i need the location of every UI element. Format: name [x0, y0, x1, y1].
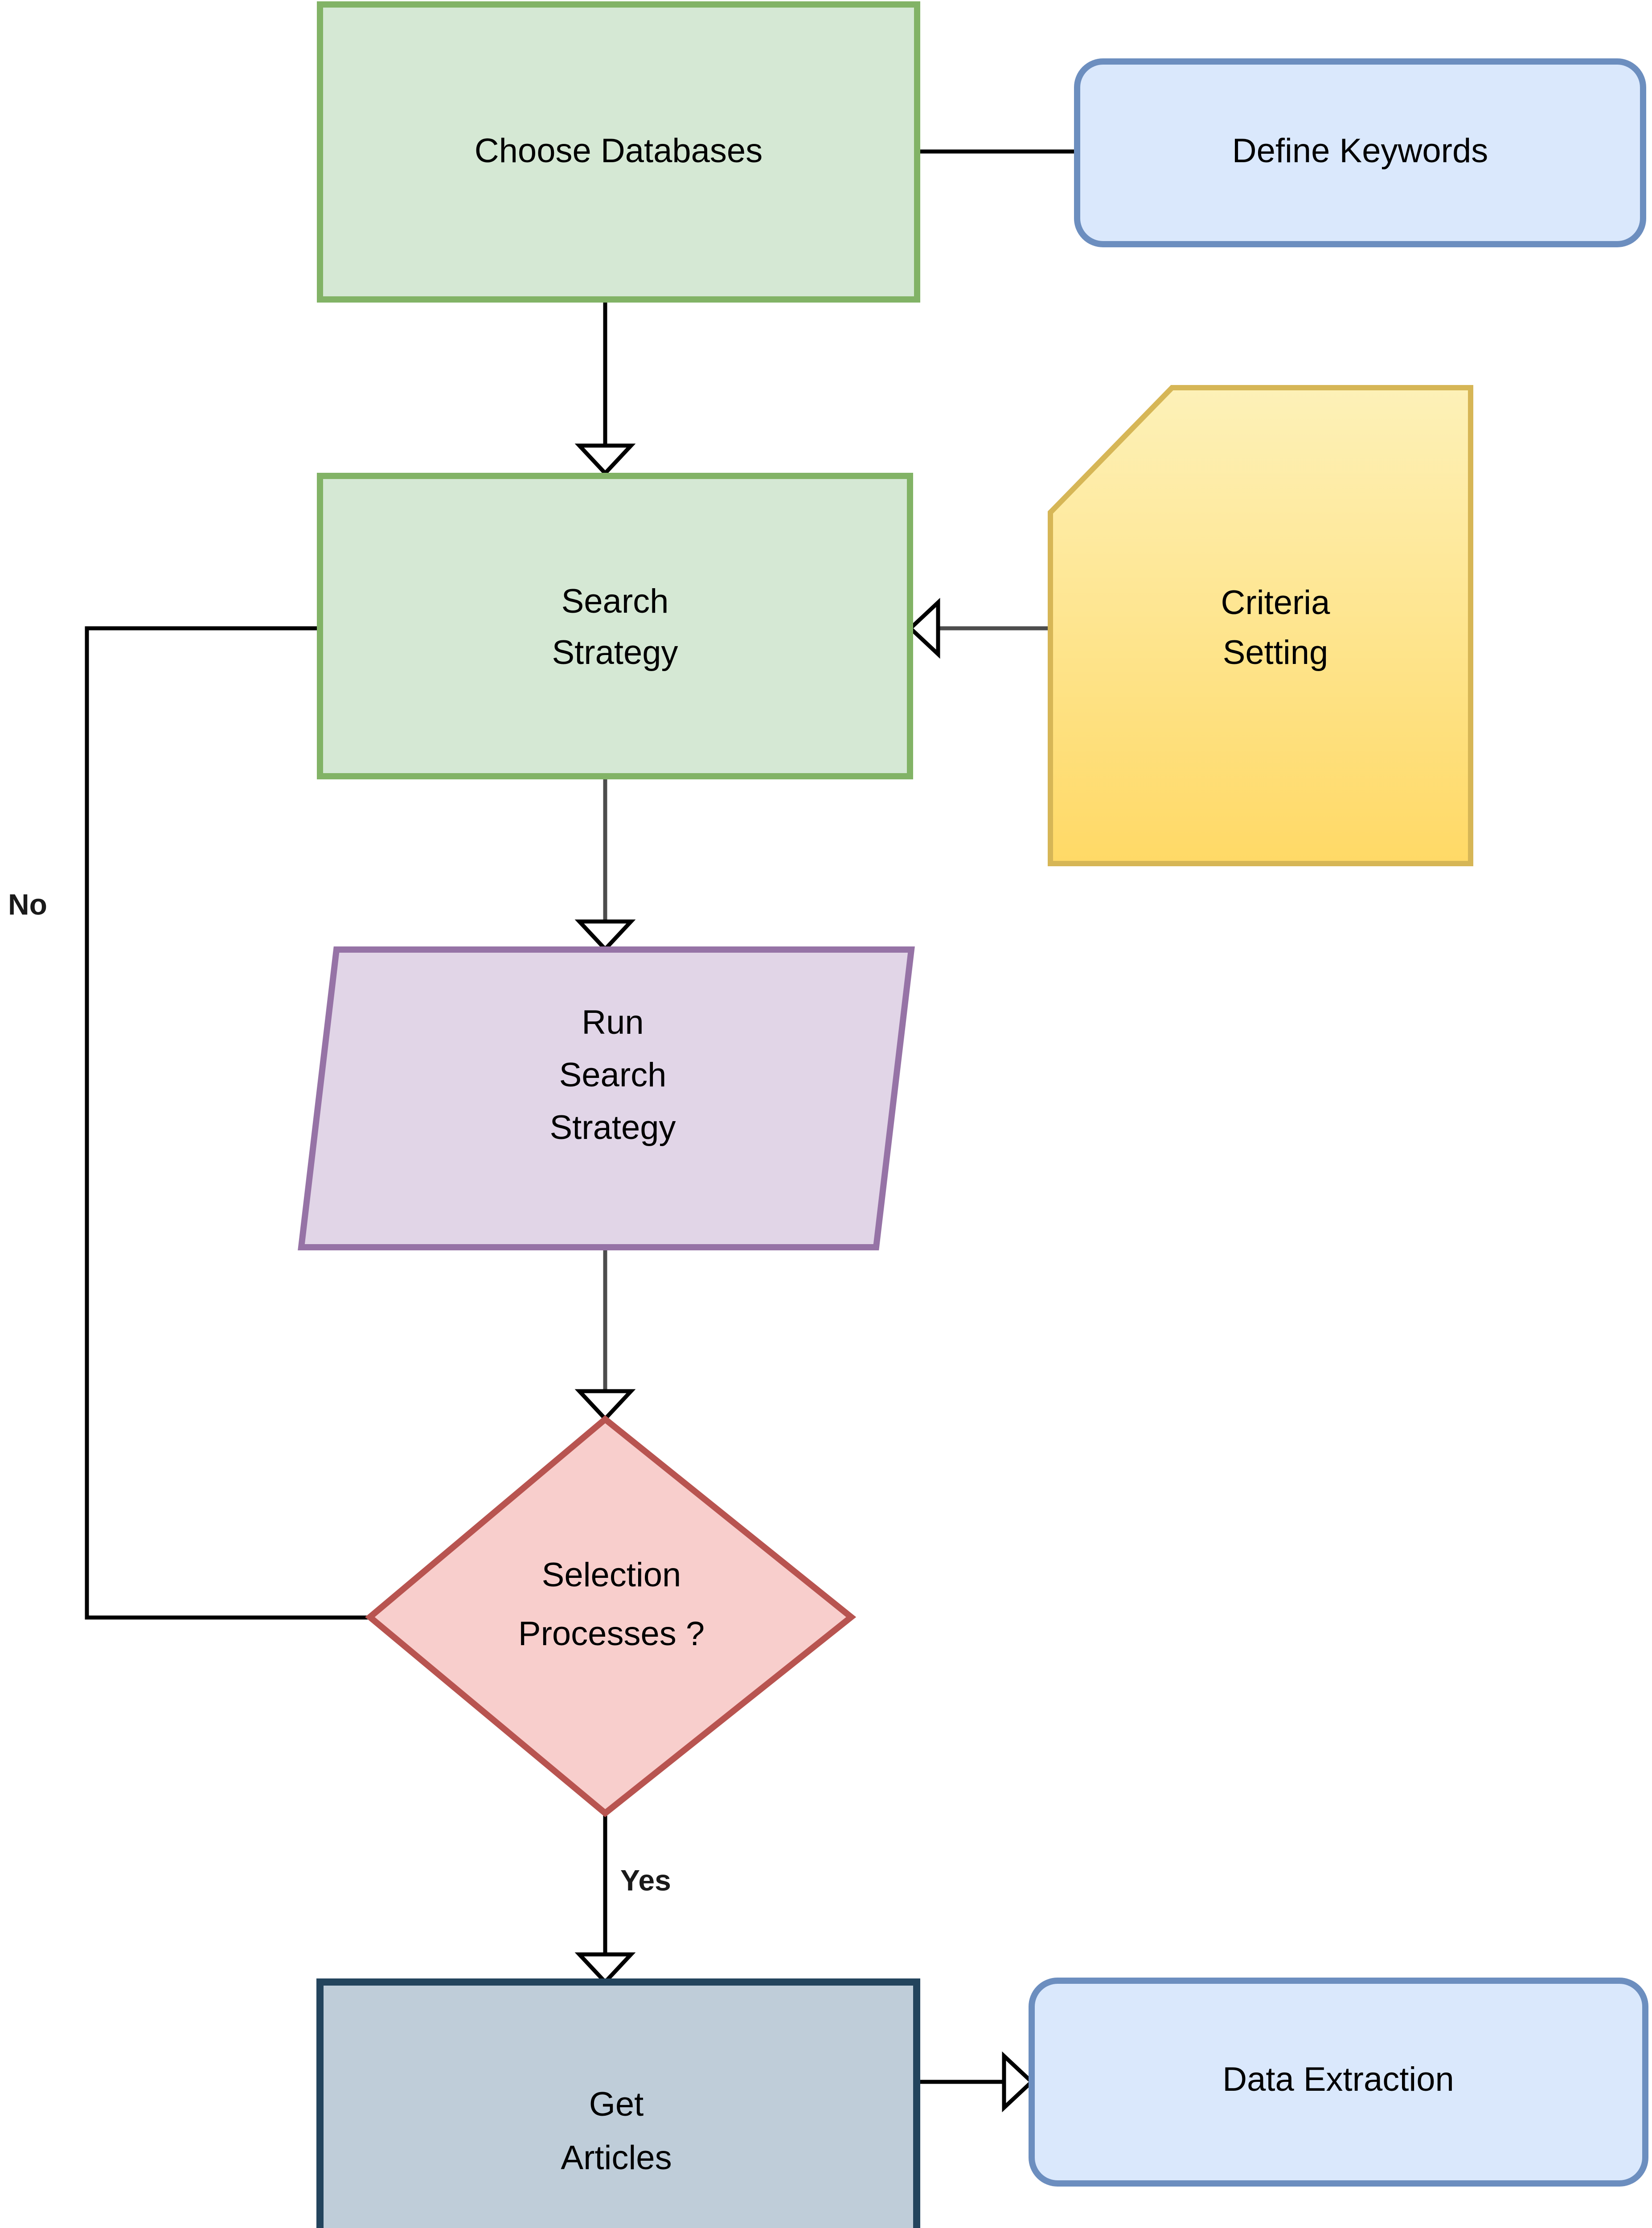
define-keywords-label: Define Keywords	[1232, 132, 1488, 170]
selection-processes-label-line1: Selection	[542, 1556, 681, 1594]
run-search-strategy-label-line3: Strategy	[549, 1109, 676, 1147]
node-get-articles[interactable]: Get Articles	[316, 1978, 920, 2228]
run-search-strategy-label-line1: Run	[582, 1003, 644, 1041]
node-data-extraction[interactable]: Data Extraction	[1029, 1978, 1648, 2187]
selection-processes-label-line2: Processes ?	[518, 1615, 705, 1653]
node-run-search-strategy[interactable]: Run Search Strategy	[298, 946, 915, 1250]
get-articles-label-line2: Articles	[561, 2139, 672, 2177]
get-articles-label-line1: Get	[589, 2085, 644, 2123]
edge-strategy-to-run	[574, 776, 636, 952]
node-define-keywords[interactable]: Define Keywords	[1074, 58, 1646, 247]
criteria-setting-label-line2: Setting	[1223, 634, 1328, 672]
edge-run-to-selection	[574, 1248, 636, 1422]
data-extraction-label: Data Extraction	[1222, 2060, 1454, 2098]
search-strategy-label-line1: Search	[562, 582, 669, 620]
edge-databases-to-strategy	[574, 299, 636, 476]
edge-articles-to-extraction	[917, 2051, 1035, 2113]
run-search-strategy-label-line2: Search	[559, 1056, 667, 1094]
edge-selection-yes-to-articles	[574, 1814, 636, 1985]
criteria-setting-label-line1: Criteria	[1221, 584, 1331, 622]
node-selection-processes[interactable]: Selection Processes ?	[365, 1415, 857, 1818]
search-strategy-label-line2: Strategy	[552, 634, 678, 672]
edge-label-no: No	[8, 888, 47, 921]
node-search-strategy[interactable]: Search Strategy	[317, 473, 913, 779]
node-choose-databases[interactable]: Choose Databases	[317, 1, 920, 303]
choose-databases-label: Choose Databases	[475, 132, 762, 170]
edge-label-yes: Yes	[620, 1863, 671, 1896]
node-criteria-setting[interactable]: Criteria Setting	[1048, 385, 1473, 866]
edge-criteria-to-strategy	[907, 598, 1050, 659]
